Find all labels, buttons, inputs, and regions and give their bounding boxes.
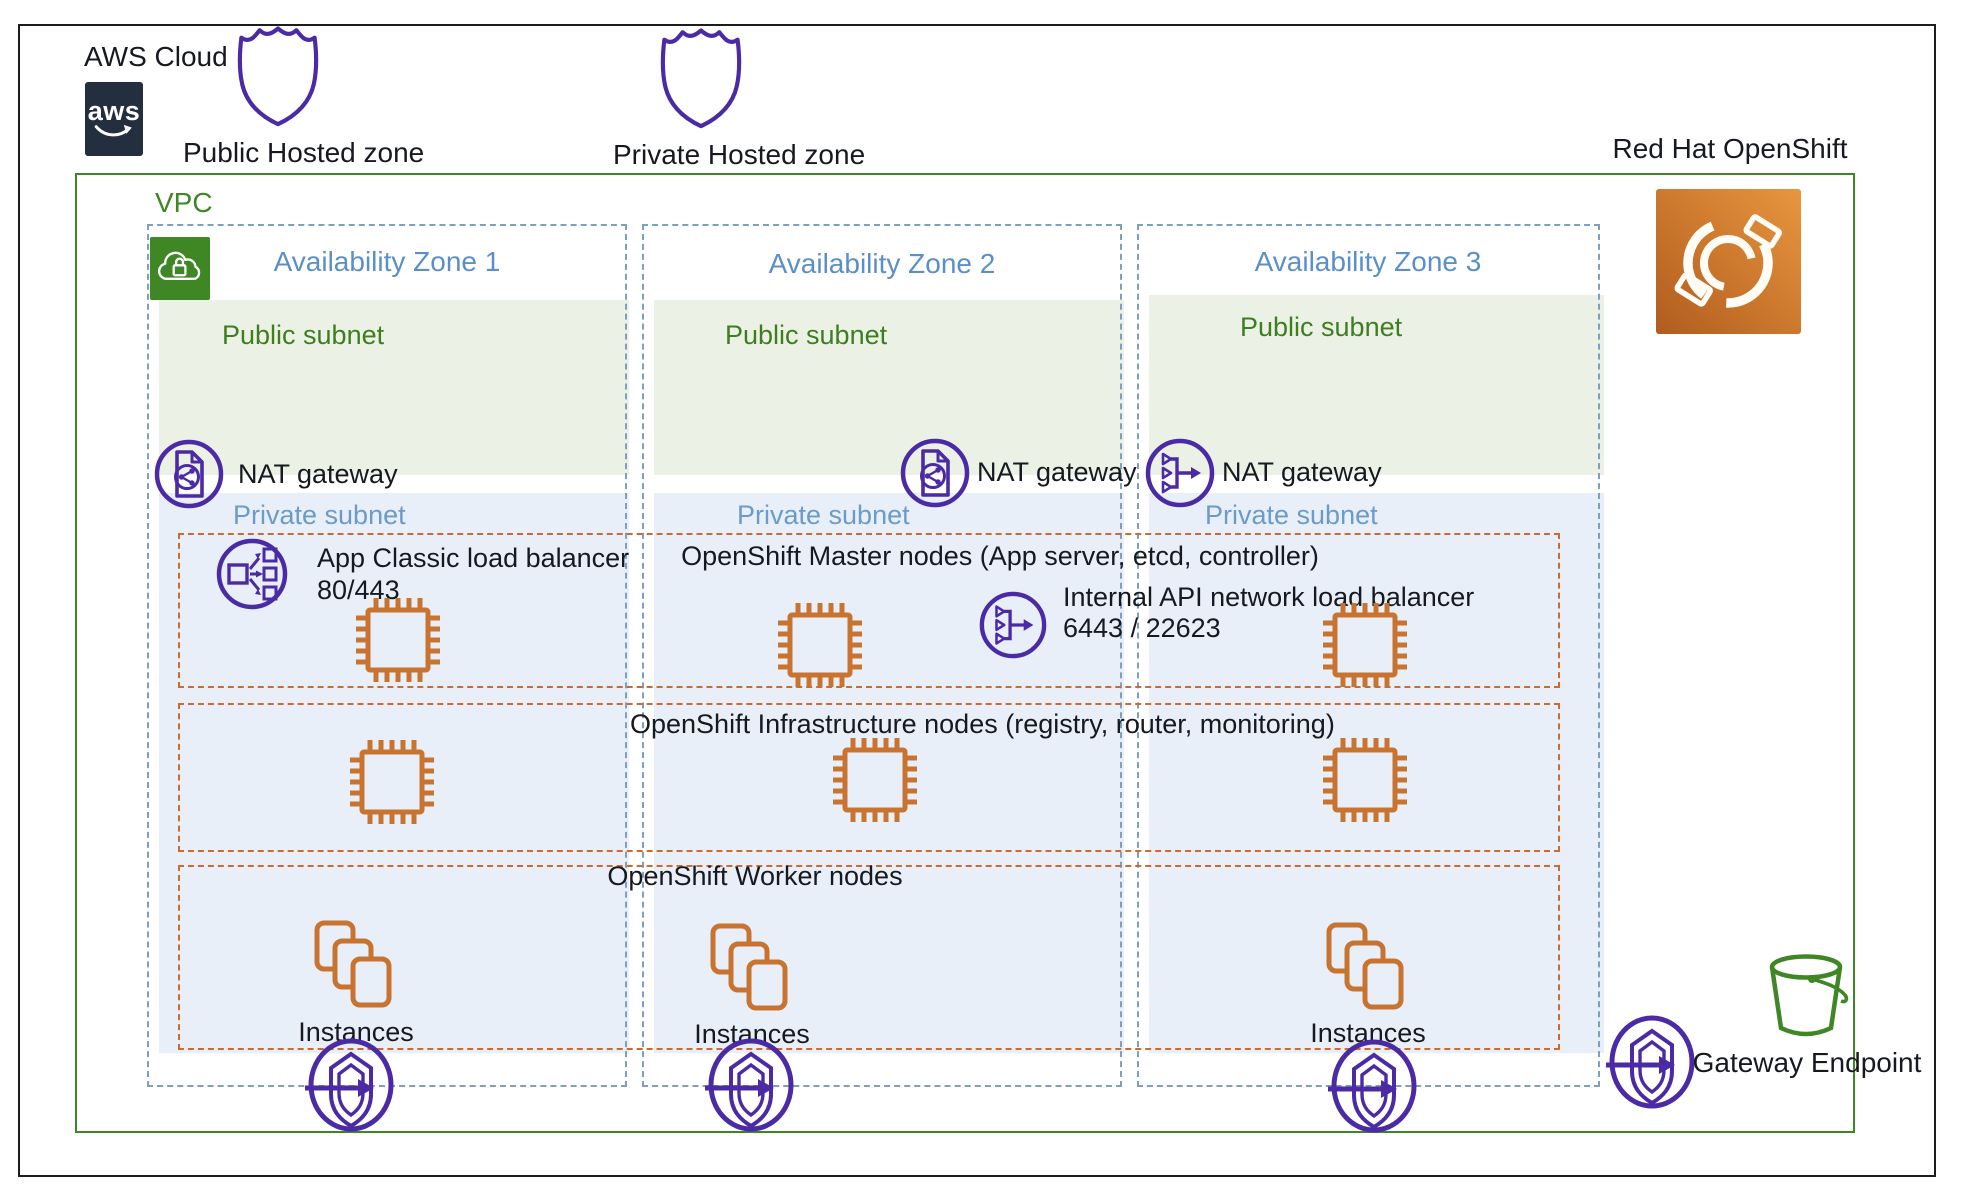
availability-zone-2-label: Availability Zone 2 (768, 248, 996, 279)
redhat-openshift-label: Red Hat OpenShift (1612, 133, 1848, 164)
nat-gateway-label-az1: NAT gateway (238, 459, 398, 489)
availability-zone-3-box (1137, 224, 1600, 1087)
master-nodes-title: OpenShift Master nodes (App server, etcd… (681, 541, 1319, 571)
internal-api-load-balancer-label: Internal API network load balancer (1063, 582, 1475, 612)
private-subnet-az1 (159, 493, 629, 1053)
aws-smile-icon (92, 124, 136, 140)
aws-cloud-label: AWS Cloud (84, 41, 228, 72)
infra-node-icon-az3 (1315, 730, 1415, 830)
nat-gateway-label-az3: NAT gateway (1222, 457, 1382, 487)
public-hosted-zone-icon (232, 26, 324, 130)
classic-load-balancer-icon (214, 536, 290, 612)
private-subnet-label-az2: Private subnet (737, 500, 910, 530)
private-subnet-label-az3: Private subnet (1205, 500, 1378, 530)
aws-logo-text: aws (87, 96, 141, 126)
worker-nodes-title: OpenShift Worker nodes (607, 861, 903, 891)
public-subnet-label-az1: Public subnet (222, 320, 385, 350)
infra-node-icon-az2 (825, 730, 925, 830)
internal-api-load-balancer-icon (978, 590, 1048, 660)
availability-zone-2-box (642, 224, 1122, 1087)
worker-nodes-box (178, 865, 1560, 1050)
private-hosted-zone-icon (655, 28, 747, 132)
classic-load-balancer-label: App Classic load balancer (317, 543, 630, 573)
s3-bucket-icon (1766, 952, 1850, 1042)
instances-icon-az2 (707, 922, 797, 1018)
infra-nodes-title: OpenShift Infrastructure nodes (registry… (630, 709, 1335, 739)
public-subnet-az3 (1149, 295, 1604, 475)
nat-gateway-label-az2: NAT gateway (977, 457, 1137, 487)
openshift-logo (1656, 189, 1801, 334)
vpc-label: VPC (155, 187, 213, 218)
public-hosted-zone-label: Public Hosted zone (183, 137, 425, 168)
vpc-endpoint-icon-az1 (304, 1036, 396, 1134)
public-subnet-label-az2: Public subnet (725, 320, 888, 350)
nat-gateway-icon-az2 (899, 437, 971, 509)
instances-label-az2: Instances (694, 1019, 810, 1049)
nat-gateway-icon-az3 (1144, 437, 1216, 509)
master-nodes-box (178, 533, 1560, 688)
infra-node-icon-az1 (342, 732, 442, 832)
instances-icon-az3 (1323, 921, 1413, 1017)
availability-zone-1-label: Availability Zone 1 (273, 246, 501, 277)
instances-icon-az1 (311, 919, 401, 1015)
public-subnet-az2 (654, 300, 1124, 475)
public-subnet-label-az3: Public subnet (1240, 312, 1403, 342)
availability-zone-3-label: Availability Zone 3 (1254, 246, 1482, 277)
gateway-endpoint-label: Gateway Endpoint (1692, 1047, 1922, 1078)
private-subnet-label-az1: Private subnet (233, 500, 406, 530)
vpc-endpoint-icon-az2 (704, 1036, 796, 1134)
private-hosted-zone-label: Private Hosted zone (613, 139, 866, 170)
master-node-icon-az3 (1315, 595, 1415, 695)
master-node-icon-az1 (348, 590, 448, 690)
vpc-endpoint-icon-az3 (1327, 1037, 1419, 1135)
master-node-icon-az2 (770, 595, 870, 695)
cloud-lock-icon (153, 240, 207, 297)
internal-api-load-balancer-ports: 6443 / 22623 (1063, 613, 1221, 643)
public-subnet-az1 (159, 300, 629, 475)
aws-logo: aws (85, 82, 143, 156)
infra-nodes-box (178, 703, 1560, 852)
vpc-icon (150, 237, 210, 300)
availability-zone-1-box (147, 224, 627, 1087)
nat-gateway-icon-az1 (153, 438, 225, 510)
